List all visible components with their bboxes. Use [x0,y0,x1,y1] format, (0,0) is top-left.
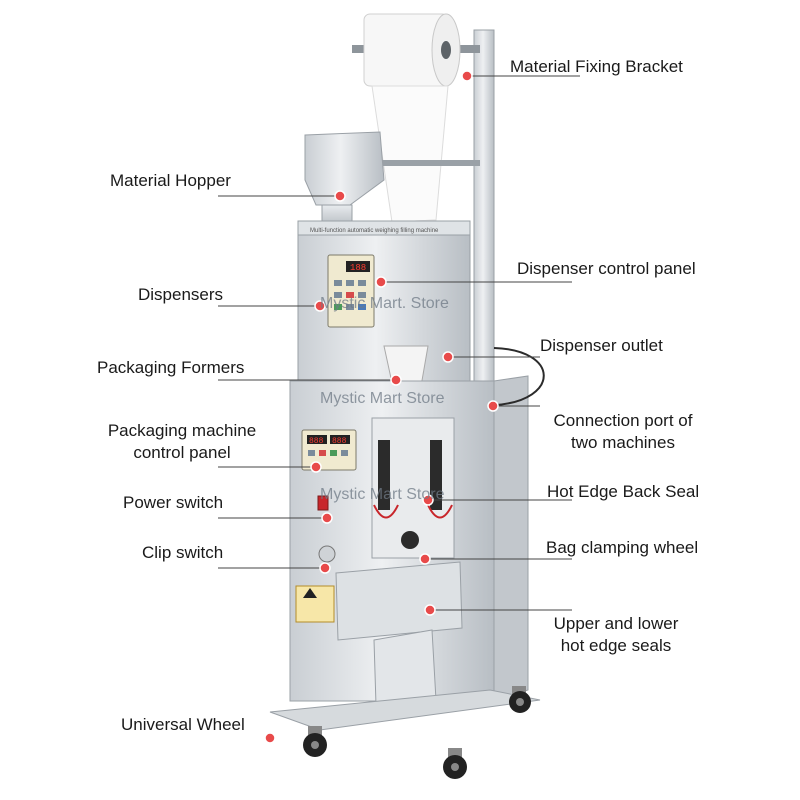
guide-rod [340,160,480,166]
marker-dispenser-control-panel [375,276,387,288]
label-upper-lower-line1: Upper and lower [553,614,679,633]
marker-dispensers [314,300,326,312]
marker-dispenser-outlet [442,351,454,363]
label-dispensers: Dispensers [138,285,224,304]
callout-lines [218,75,580,611]
label-universal-wheel: Universal Wheel [121,715,245,734]
marker-power-switch [321,512,333,524]
label-material-hopper: Material Hopper [110,171,231,190]
label-dispenser-control-panel: Dispenser control panel [517,259,696,278]
connection-cable [493,347,545,406]
marker-bag-clamping-wheel [419,553,431,565]
collection-tray [335,561,463,641]
wheel-back-right [509,686,531,713]
label-hot-edge-back-seal: Hot Edge Back Seal [547,482,700,501]
packer-display-1: 888 [309,437,324,446]
marker-universal-wheel [264,732,276,744]
bag-clamping-wheel [401,531,419,549]
film-strip [371,85,449,223]
label-packaging-formers: Packaging Formers [97,358,245,377]
label-upper-lower-line2: hot edge seals [560,636,672,655]
marker-material-hopper [334,190,346,202]
marker-material-fixing-bracket [461,70,473,82]
warning-label [295,585,335,623]
label-dispenser-outlet: Dispenser outlet [540,336,663,355]
packaging-side [493,375,529,701]
svg-text:Multi-function automatic weigh: Multi-function automatic weighing fillin… [310,228,439,234]
markers [264,70,499,744]
watermark-3: Mystic Mart Store [320,486,445,503]
label-packaging-machine-line2: control panel [133,443,231,462]
chute [373,629,437,706]
label-upper-lower-hot-edge-seals: Upper and lower hot edge seals [540,613,692,657]
watermark-2: Mystic Mart Store [320,390,445,407]
label-clip-switch: Clip switch [142,543,224,562]
dispenser-box [297,220,471,382]
label-packaging-machine-control-panel: Packaging machine control panel [100,420,264,464]
packer-display-2: 888 [332,437,347,446]
power-switch-button [317,495,329,511]
marker-upper-lower-seals [424,604,436,616]
label-material-fixing-bracket: Material Fixing Bracket [510,57,683,76]
label-packaging-machine-line1: Packaging machine [107,421,257,440]
marker-packer-control-panel [310,461,322,473]
label-connection-port: Connection port of two machines [540,410,706,454]
dispenser-display: 188 [350,263,366,273]
marker-connection-port [487,400,499,412]
wheel-front-left [303,726,327,757]
label-bag-clamping-wheel: Bag clamping wheel [546,538,699,557]
marker-hot-edge-back-seal [422,494,434,506]
label-connection-port-line1: Connection port of [553,411,693,430]
label-power-switch: Power switch [123,493,224,512]
marker-packaging-formers [390,374,402,386]
marker-clip-switch [319,562,331,574]
label-connection-port-line2: two machines [571,433,675,452]
watermark-1: Mystic Mart. Store [320,295,449,312]
machine-base [269,689,541,731]
wheel-front-right [443,748,467,779]
clip-switch-knob [318,545,336,563]
